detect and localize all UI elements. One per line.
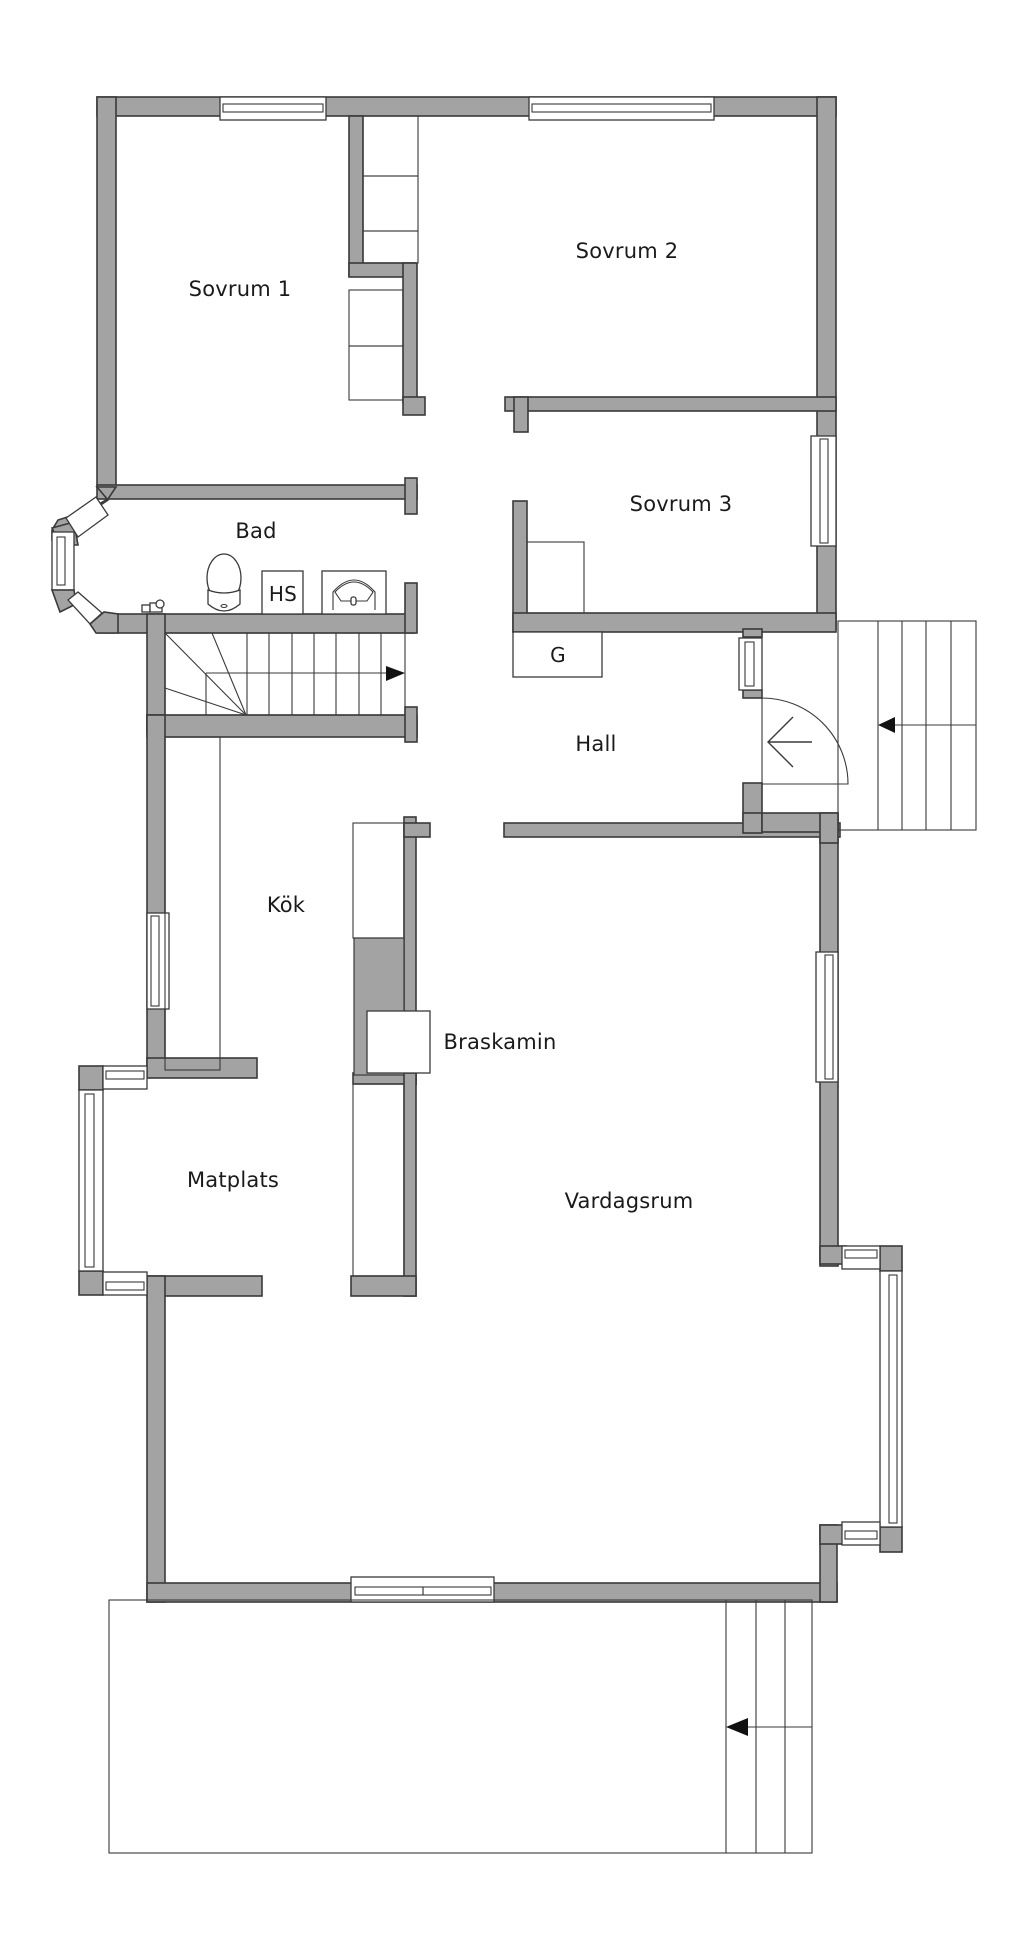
front-door[interactable] [761,697,849,785]
room-label-sovrum1: Sovrum 1 [188,277,292,301]
window-icon [219,96,327,121]
room-label-sovrum3: Sovrum 3 [629,492,733,516]
entry-stair [837,620,977,831]
windows [50,96,903,1603]
window-icon [810,435,837,547]
stair-arrow-icon [726,1718,748,1736]
exterior-walls [78,96,903,1603]
door-direction-arrow-icon [767,716,812,768]
fixtures [141,115,603,1277]
room-label-sovrum2: Sovrum 2 [575,239,679,263]
room-label-vardagsrum: Vardagsrum [564,1189,694,1213]
stair-arrow-icon [386,666,405,681]
room-label-matplats: Matplats [186,1168,280,1192]
interior-walls [348,115,841,1297]
bad-bay [50,486,119,634]
window-icon [841,1245,903,1546]
window-icon [350,1576,495,1603]
sink-icon [321,570,387,615]
fixture-label-hs: HS [268,582,298,606]
faucet-icon [141,599,165,613]
door-arc-icon [761,697,849,785]
stair-arrow-icon [878,717,895,733]
window-icon [815,951,839,1083]
terrace [108,1599,813,1854]
fixture-label-braskamin: Braskamin [443,1030,557,1054]
window-icon [146,912,170,1010]
window-icon [738,637,763,691]
window-icon [528,96,715,121]
hs-box [261,570,304,615]
room-label-hall: Hall [575,732,617,756]
toilet-icon [206,553,242,612]
window-icon [78,1065,148,1296]
interior-stair [164,632,406,716]
fixture-label-g: G [550,643,566,667]
room-label-kok: Kök [266,893,306,917]
room-label-bad: Bad [235,519,277,543]
